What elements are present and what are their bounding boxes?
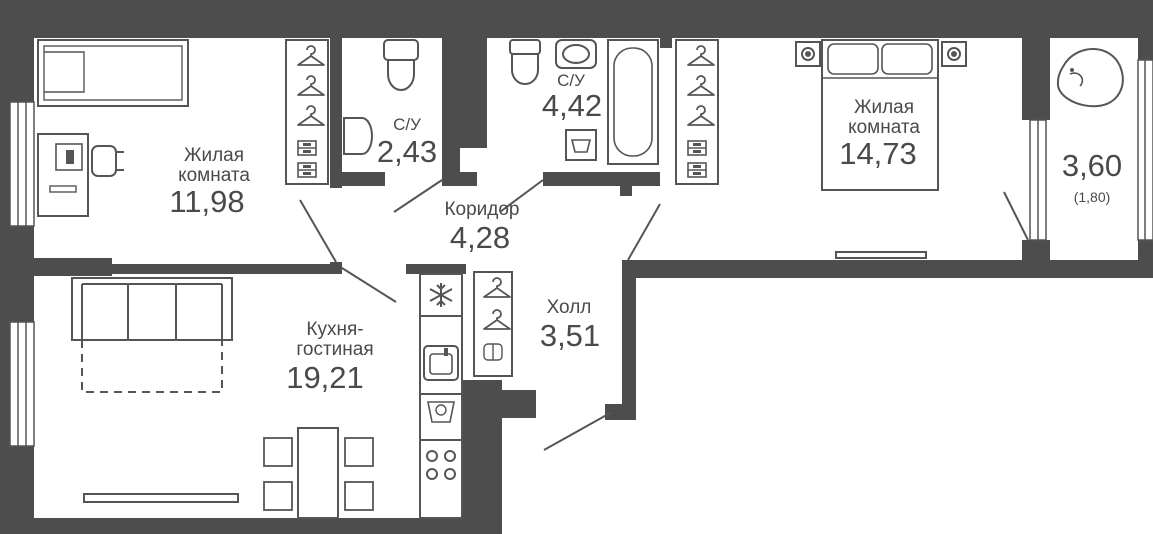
chair-icon: [91, 145, 117, 177]
door-lines: [299, 179, 1029, 451]
toilet-icon: [387, 59, 415, 91]
stove-icon: [426, 450, 456, 480]
balcony-area: 3,60: [1061, 148, 1123, 183]
corridor-area: 4,28: [449, 220, 511, 255]
bathroom1-label: С/У: [393, 115, 421, 134]
bathroom2-label: С/У: [557, 71, 585, 90]
kitchen-label: Кухня- гостиная: [296, 319, 374, 360]
bedroom1-label: Жилая комната: [178, 145, 250, 186]
corridor-wardrobe: [675, 39, 719, 185]
toilet-tank: [383, 39, 419, 61]
sink-icon: [343, 117, 373, 155]
washing-machine-icon: [565, 129, 597, 161]
desk: [37, 133, 89, 217]
washing-machine-icon: [427, 401, 455, 423]
bathroom2-fixtures: [509, 39, 659, 165]
bathroom1-fixtures: [343, 39, 419, 155]
bedroom2-furniture: [795, 39, 967, 259]
nightstand-right: [941, 41, 967, 67]
bathroom1-area: 2,43: [376, 134, 438, 169]
bed-icon: [37, 39, 189, 107]
bedroom1-furniture: [37, 39, 329, 217]
snowflake-icon: [429, 283, 453, 307]
toilet-icon: [511, 53, 539, 85]
tv-icon: [835, 251, 927, 259]
windows: [9, 59, 1153, 447]
hall-label: Холл: [546, 297, 592, 318]
kitchen-furniture: [71, 271, 513, 519]
hall-wardrobe: [473, 271, 513, 377]
bed-icon: [821, 39, 939, 191]
corridor-label: Коридор: [444, 199, 520, 220]
bathroom2-area: 4,42: [541, 88, 603, 123]
nightstand-left: [795, 41, 821, 67]
balcony-furniture: [1056, 48, 1124, 108]
table-icon: [297, 427, 339, 519]
bedroom2-label: Жилая комната: [848, 97, 920, 138]
wardrobe: [285, 39, 329, 185]
kitchen-area: 19,21: [286, 360, 364, 395]
bedroom1-area: 11,98: [169, 184, 245, 219]
chair-icon: [1056, 48, 1124, 108]
kitchen-counter: [419, 273, 463, 519]
balcony-area-reduced: (1,80): [1073, 189, 1111, 205]
sink-icon: [423, 345, 459, 381]
tv-icon: [83, 493, 239, 503]
sofa-icon: [71, 277, 233, 341]
bathtub-icon: [607, 39, 659, 165]
bedroom2-area: 14,73: [839, 136, 917, 171]
hall-area: 3,51: [539, 318, 601, 353]
